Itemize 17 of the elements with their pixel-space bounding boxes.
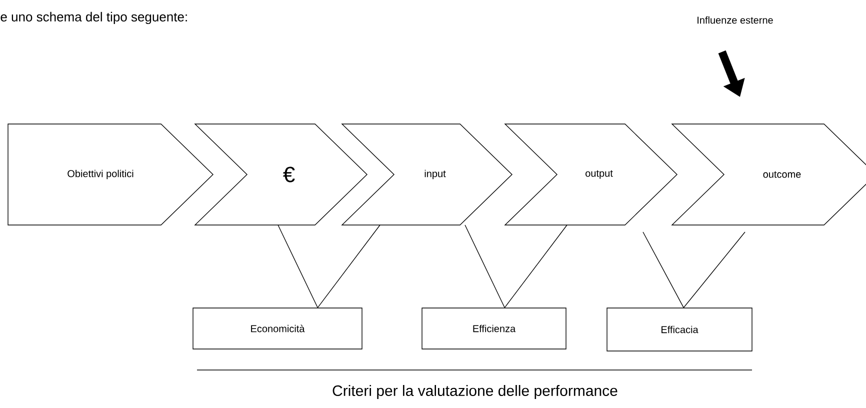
connector-line (504, 224, 568, 308)
caption: Criteri per la valutazione delle performance (332, 385, 618, 399)
connector-line (464, 224, 505, 308)
connector-line (642, 232, 684, 308)
criterion-box: Economicità (192, 308, 362, 350)
chevron-step: Obiettivi politici (8, 124, 214, 226)
text-line: e uno schema del tipo seguente: (0, 12, 187, 24)
chevron-step: output (504, 124, 678, 226)
connector-line (683, 232, 746, 308)
connector-line (278, 224, 318, 308)
criterion-box: Efficienza (422, 308, 566, 350)
connector-line (317, 224, 380, 308)
chevron-step: € (194, 124, 368, 226)
chevron-step: outcome (671, 124, 866, 226)
influence-text: Influenze esterne (698, 16, 773, 24)
criterion-box: Efficacia (606, 308, 752, 352)
chevron-step: input (341, 124, 513, 226)
